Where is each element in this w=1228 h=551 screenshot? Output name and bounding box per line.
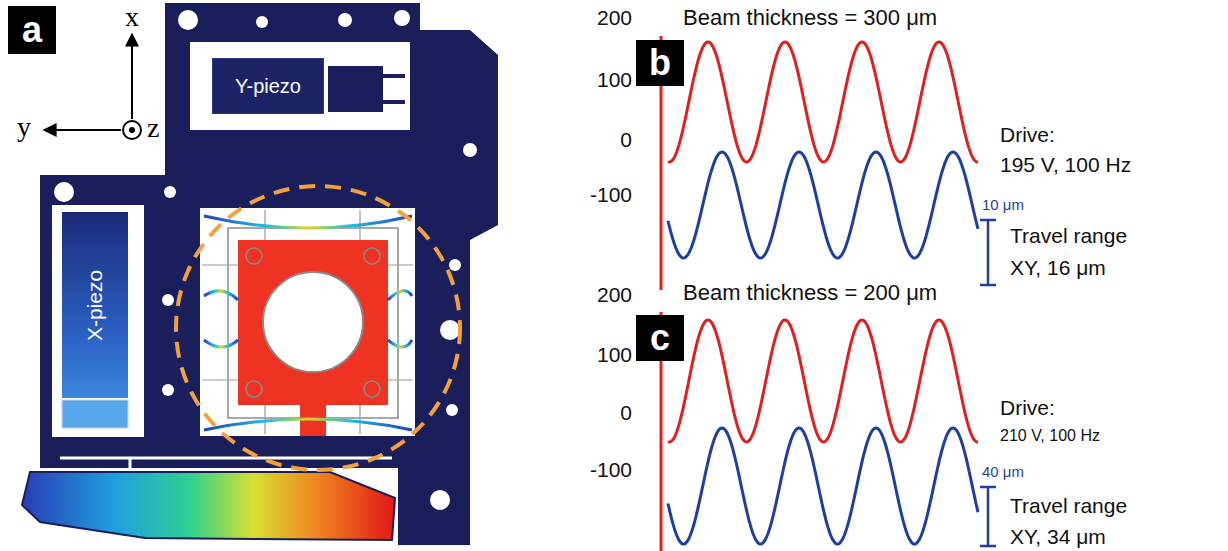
flexure-beam: [204, 291, 238, 300]
axis-label: z: [147, 113, 159, 144]
node-text: c: [650, 320, 670, 356]
amplitude-label: 40 μm: [982, 464, 1024, 481]
drive-value: 195 V, 100 Hz: [1000, 153, 1131, 176]
stage-aperture: [263, 272, 363, 372]
range-value: XY, 16 μm: [1010, 256, 1106, 279]
node-text: Y-piezo: [235, 76, 301, 96]
piezo-cap: [62, 400, 128, 428]
node-text: X-piezo: [85, 269, 106, 340]
flexure-beam: [204, 419, 412, 430]
highlight-circle: [176, 186, 460, 470]
panel-letter: b: [636, 40, 684, 86]
mounting-hole: [440, 320, 460, 340]
stage-hole: [246, 381, 262, 397]
flexure-beam: [388, 340, 412, 347]
flexure-beam: [204, 216, 412, 228]
mounting-hole: [178, 10, 198, 30]
drive-label: Drive:: [1000, 396, 1055, 419]
axis-out-of-plane: [123, 121, 141, 139]
tick-label: 100: [597, 343, 632, 366]
amplification-lever: [22, 472, 395, 540]
flexure-slit: [129, 458, 132, 470]
mounting-hole: [162, 384, 174, 396]
stage-hole: [246, 248, 262, 264]
stage-hole: [364, 248, 380, 264]
flexure-beams: [204, 216, 412, 430]
stage-window: [200, 208, 415, 436]
range-label: Travel range: [1010, 224, 1127, 247]
mounting-hole: [54, 182, 74, 202]
panel-letter: a: [8, 6, 56, 54]
moving-stage: [238, 240, 388, 436]
stage-hole: [364, 381, 380, 397]
range-bracket: [980, 220, 996, 285]
mounting-hole: [430, 490, 450, 510]
mounting-hole: [162, 294, 174, 306]
node-text: b: [649, 45, 671, 81]
drive-value: 210 V, 100 Hz: [1000, 427, 1100, 445]
flexure-slit: [60, 457, 392, 460]
mounting-hole: [256, 16, 268, 28]
amplitude-label: 10 μm: [982, 197, 1024, 214]
drive-label: Drive:: [1000, 123, 1055, 146]
mounting-hole: [164, 186, 176, 198]
piezo-slot: [52, 205, 144, 437]
axis-label: x: [125, 2, 139, 33]
tick-label: 200: [597, 283, 632, 306]
stage-holes: [246, 248, 380, 397]
range-label: Travel range: [1010, 494, 1127, 517]
tick-label: 200: [597, 6, 632, 29]
stage-body: [40, 3, 498, 545]
axis-label: y: [17, 112, 31, 143]
axis-arrow: [44, 129, 121, 131]
mounting-hole: [394, 10, 410, 26]
signal-trace: [668, 42, 978, 162]
range-bracket: [980, 487, 996, 546]
panel-title: Beam thickness = 200 μm: [683, 281, 937, 305]
node-text: a: [22, 12, 42, 48]
mounting-hole: [446, 404, 458, 416]
panel-letter: c: [636, 315, 684, 361]
tick-label: 100: [597, 68, 632, 91]
panel-title: Beam thickness = 300 μm: [683, 6, 937, 30]
tick-label: -100: [590, 183, 632, 206]
piezo-actuator: X-piezo: [62, 212, 128, 398]
mounting-hole: [463, 143, 477, 157]
piezo-actuator: Y-piezo: [212, 58, 324, 114]
signal-trace: [668, 320, 978, 442]
piezo-slot: [190, 42, 410, 130]
flexure-beam: [388, 291, 412, 300]
range-value: XY, 34 μm: [1010, 526, 1106, 549]
mounting-hole: [449, 259, 461, 271]
flexure-hinge: [383, 76, 405, 102]
signal-trace: [668, 428, 978, 544]
piezo-pusher: [328, 66, 383, 112]
signal-trace: [668, 152, 978, 258]
axis-arrow: [131, 34, 133, 119]
tick-label: -100: [590, 458, 632, 481]
tick-label: 0: [620, 401, 632, 424]
mounting-hole: [338, 13, 352, 27]
flexure-beam: [204, 340, 238, 347]
tick-label: 0: [620, 128, 632, 151]
axis-out-of-plane: [129, 127, 135, 133]
